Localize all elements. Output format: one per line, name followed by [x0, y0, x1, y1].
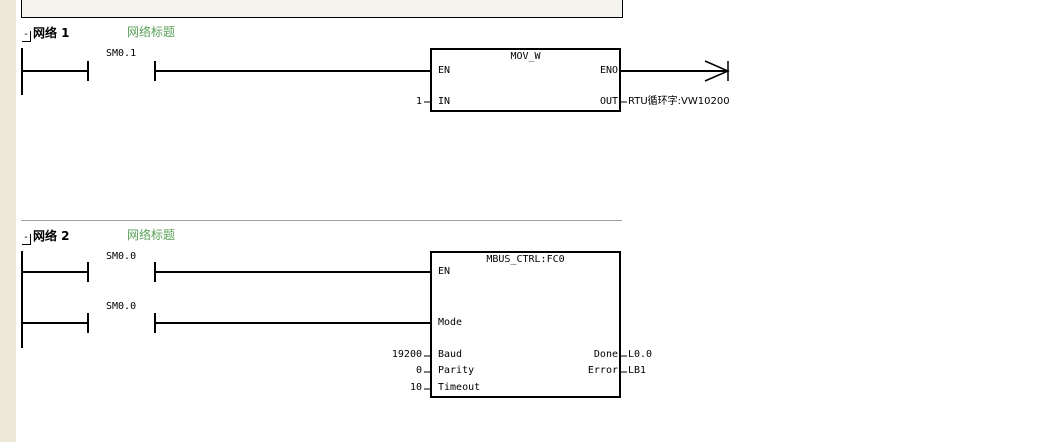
mov-w-box-name: MOV_W — [510, 51, 541, 62]
mov-w-box — [430, 48, 621, 112]
contact-label-sm0-1[interactable]: SM0.1 — [106, 48, 137, 59]
operand-in-value[interactable]: 1 — [415, 96, 422, 107]
pin-timeout: Timeout — [438, 382, 481, 393]
pin-done: Done — [593, 349, 618, 360]
contact-label-sm0-0-en[interactable]: SM0.0 — [106, 251, 137, 262]
operand-out-value[interactable]: RTU循环字:VW10200 — [628, 96, 730, 107]
operand-done-value[interactable]: L0.0 — [628, 349, 653, 360]
mbus-ctrl-box — [430, 251, 621, 398]
collapse-icon[interactable]: - — [22, 233, 31, 245]
previous-network-comment-box[interactable] — [21, 0, 623, 18]
pin-parity: Parity — [438, 365, 475, 376]
pin-error: Error — [587, 365, 618, 376]
operand-error-value[interactable]: LB1 — [628, 365, 647, 376]
contact-label-sm0-0-mode[interactable]: SM0.0 — [106, 301, 137, 312]
network-separator — [21, 220, 622, 221]
operand-baud-value[interactable]: 19200 — [391, 349, 422, 360]
left-gutter — [0, 0, 16, 442]
operand-parity-value[interactable]: 0 — [415, 365, 422, 376]
pin-out: OUT — [599, 96, 618, 107]
operand-timeout-value[interactable]: 10 — [409, 382, 422, 393]
pin-en: EN — [438, 65, 451, 76]
network-2-header[interactable]: -网络 2 — [22, 229, 70, 245]
network-1-title[interactable]: 网络标题 — [127, 25, 176, 39]
pin-in: IN — [438, 96, 451, 107]
pin-baud: Baud — [438, 349, 463, 360]
network-1-header[interactable]: -网络 1 — [22, 26, 70, 42]
mbus-ctrl-box-name: MBUS_CTRL:FC0 — [486, 254, 565, 265]
pin-eno: ENO — [599, 65, 618, 76]
network-2-title[interactable]: 网络标题 — [127, 228, 176, 242]
collapse-icon[interactable]: - — [22, 30, 31, 42]
pin-mode: Mode — [438, 317, 463, 328]
pin-en: EN — [438, 266, 451, 277]
network-2-label: 网络 2 — [33, 229, 70, 243]
network-1-label: 网络 1 — [33, 26, 70, 40]
